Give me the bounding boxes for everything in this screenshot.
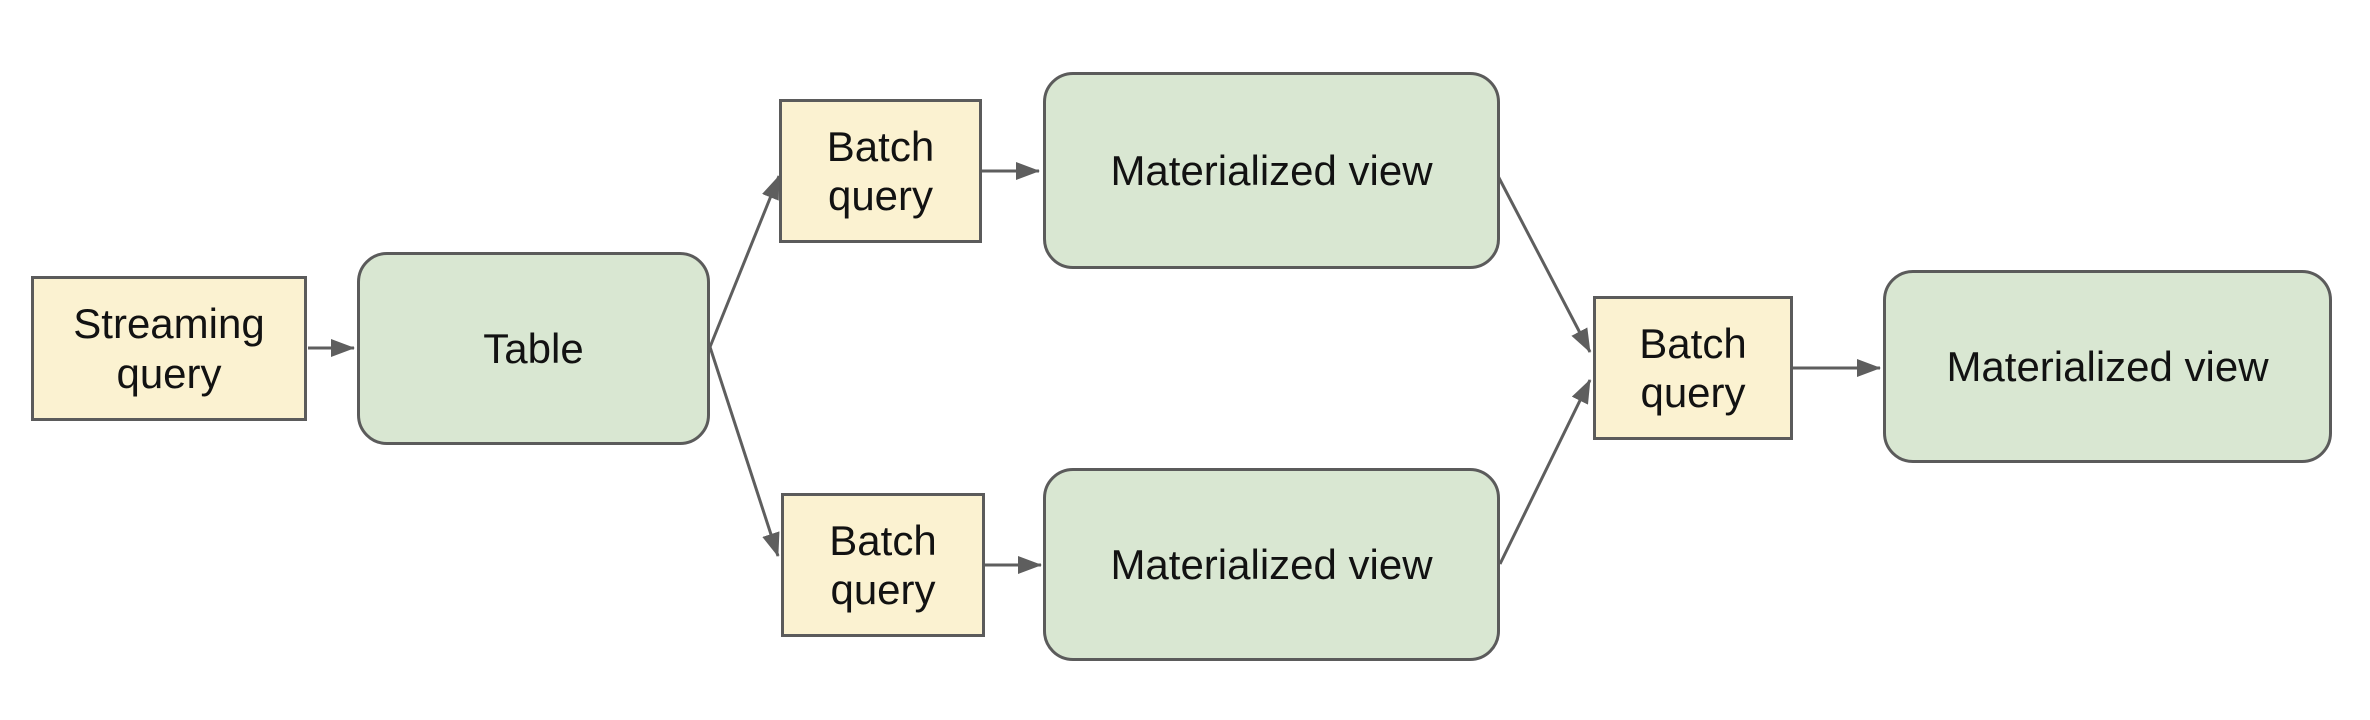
edge-table-to-batch-query-top: [708, 175, 781, 348]
edge-table-to-batch-query-bottom: [708, 346, 780, 557]
node-label: Materialized view: [1110, 540, 1433, 588]
node-label: Batch query: [826, 122, 935, 219]
node-batch-query-bottom: Batch query: [781, 493, 985, 637]
node-materialized-view-top: Materialized view: [1043, 72, 1500, 269]
node-label: Batch query: [829, 516, 937, 613]
node-materialized-view-bottom: Materialized view: [1043, 468, 1500, 661]
node-streaming-query: Streaming query: [31, 276, 307, 421]
node-materialized-view-right: Materialized view: [1883, 270, 2332, 463]
edge-mv-bottom-to-batch-query-right: [1498, 379, 1592, 565]
node-label: Materialized view: [1110, 146, 1433, 194]
node-label: Materialized view: [1946, 342, 2269, 390]
edge-mv-top-to-batch-query-right: [1496, 175, 1592, 353]
node-label: Batch query: [1639, 319, 1747, 416]
node-label: Table: [483, 324, 584, 372]
node-batch-query-top: Batch query: [779, 99, 982, 243]
node-label: Streaming query: [73, 300, 265, 397]
node-batch-query-right: Batch query: [1593, 296, 1793, 440]
node-table: Table: [357, 252, 710, 445]
